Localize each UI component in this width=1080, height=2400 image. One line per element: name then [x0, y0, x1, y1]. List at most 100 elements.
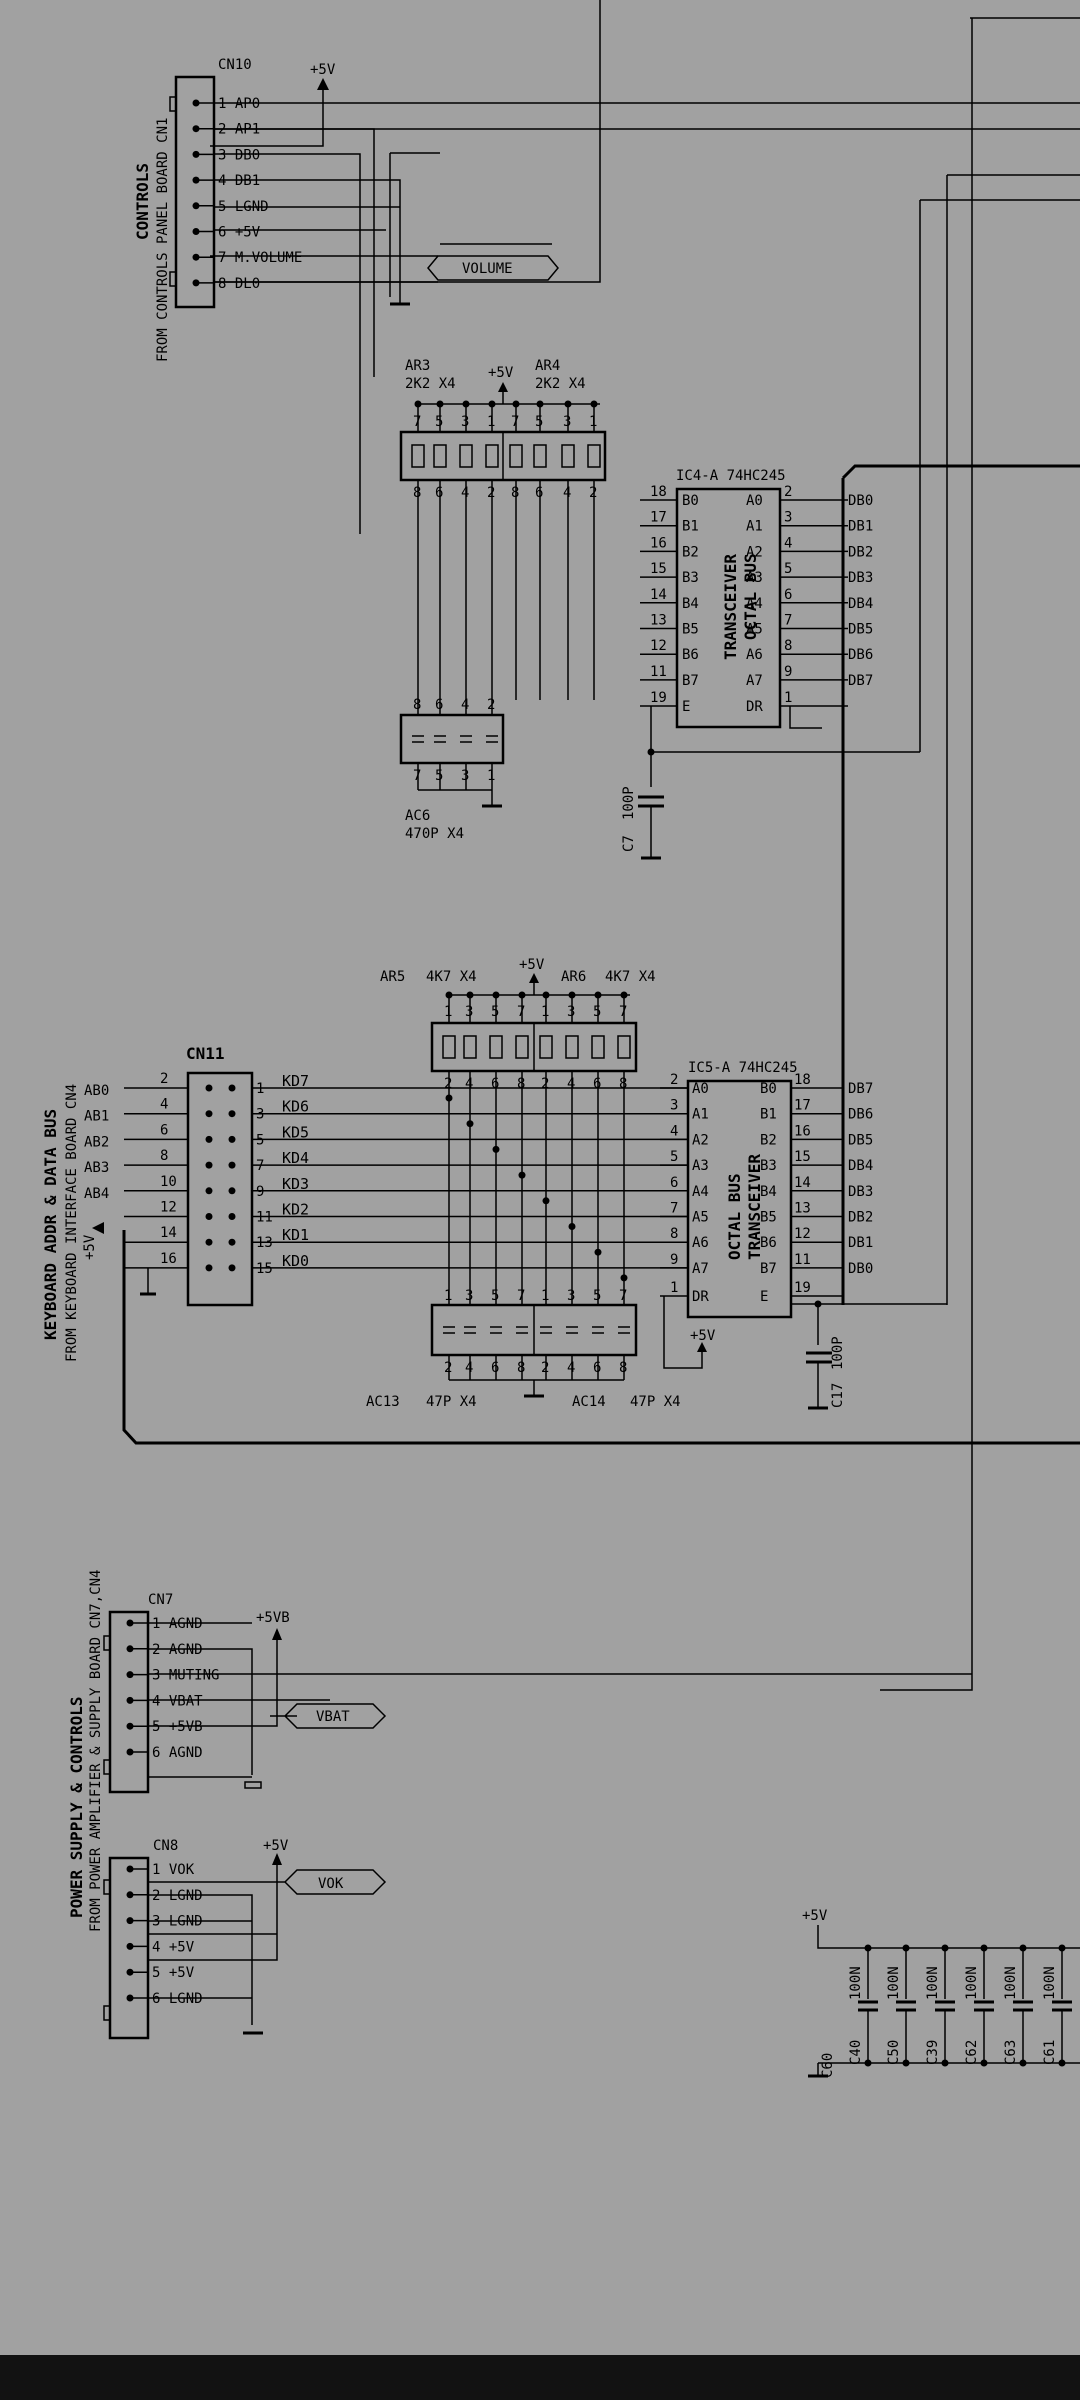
- ac1314-top-pin: 1: [444, 1288, 452, 1304]
- cn11-dot-left: [205, 1238, 213, 1246]
- ar56-junction: [492, 1145, 500, 1153]
- ar56-junction: [620, 1274, 628, 1282]
- ic5-bus-label: DB2: [848, 1210, 873, 1226]
- cn8-pin-label: 4 +5V: [152, 1939, 195, 1955]
- cn8-body: [108, 1856, 150, 2040]
- ic5-right-name: B0: [760, 1081, 777, 1097]
- ac1314-capacitor: [566, 1326, 578, 1380]
- ar34-node: [512, 400, 520, 408]
- ic4-bus-label: DB5: [848, 622, 873, 638]
- ar3-ar4-block: AR3 2K2 X4 AR4 2K2 X4 +5V 78563412785634…: [399, 358, 607, 700]
- ac1314-bot-pin: 8: [619, 1360, 627, 1376]
- cn11-net: KD1: [282, 1226, 309, 1244]
- ar34-top-pin: 5: [435, 414, 443, 430]
- cn11-right-pin: 9: [256, 1184, 264, 1200]
- ic5-right-pin: 16: [794, 1123, 811, 1139]
- ar34-node: [590, 400, 598, 408]
- ic4-right-pin: 9: [784, 664, 792, 680]
- decap-top-node: [864, 1944, 872, 1952]
- cn7-supply: +5VB: [256, 1610, 290, 1626]
- ic4-right-pin: 7: [784, 613, 792, 629]
- ac1314-bot-pin: 4: [567, 1360, 575, 1376]
- ac1314-bot-pin: 2: [444, 1360, 452, 1376]
- ic5-left-pin: 1: [670, 1280, 678, 1296]
- cn11-right-pin: 13: [256, 1235, 273, 1251]
- ar34-resistor: [509, 444, 523, 468]
- ic4-right-name: A5: [746, 622, 763, 638]
- ar34-top-pin: 7: [413, 414, 421, 430]
- decap-name: C62: [964, 2040, 980, 2065]
- ac6-body: [399, 713, 505, 765]
- ar34-resistor: [411, 444, 425, 468]
- ac6-name: AC6: [405, 808, 430, 824]
- decap-name: C50: [886, 2040, 902, 2065]
- cn7-pin-label: 5 +5VB: [152, 1719, 203, 1735]
- decap-plates: [896, 2000, 916, 2012]
- ic4-right-name: DR: [746, 699, 763, 715]
- cn11-dot-right: [228, 1161, 236, 1169]
- ar34-bot-pin: 2: [589, 485, 597, 501]
- ic5-bus-label: DB7: [848, 1081, 873, 1097]
- cn11-right-pin: 15: [256, 1261, 273, 1277]
- ar56-resistor: [463, 1035, 477, 1059]
- ic5-left-name: A0: [692, 1081, 709, 1097]
- ar56-bot-pin: 2: [444, 1076, 452, 1092]
- ic4-enable-wire: [650, 706, 920, 753]
- ac6-capacitor: [460, 700, 472, 790]
- ic4-right-name: A2: [746, 544, 763, 560]
- ic4-bus-label: DB4: [848, 596, 873, 612]
- ic4-right-name: A6: [746, 647, 763, 663]
- decap-bottom-node: [902, 2059, 910, 2067]
- ic5-title: IC5-A 74HC245: [688, 1060, 798, 1076]
- ar56-top-pin: 1: [444, 1004, 452, 1020]
- ar34-top-pin: 3: [563, 414, 571, 430]
- cn11-right-pin: 5: [256, 1132, 264, 1148]
- cn11-right-pin: 11: [256, 1210, 273, 1226]
- ar34-bot-pin: 8: [511, 485, 519, 501]
- cn11-net: KD3: [282, 1175, 309, 1193]
- ic5-left-name: A2: [692, 1132, 709, 1148]
- decap-top-node: [1058, 1944, 1066, 1952]
- cn11-left-pin: 6: [160, 1122, 168, 1138]
- ar34-resistor: [587, 444, 601, 468]
- ar5-ar6-block: AR5 4K7 X4 AR6 4K7 X4 +5V 12345678123456…: [380, 957, 656, 1305]
- ic4-bus-label: DB6: [848, 647, 873, 663]
- ar56-node: [542, 991, 550, 999]
- ac1314-capacitor: [464, 1326, 476, 1380]
- ac1314-top-pin: 3: [465, 1288, 473, 1304]
- cn11-right-pin: 3: [256, 1107, 264, 1123]
- ar56-node: [466, 991, 474, 999]
- ar56-resistor: [591, 1035, 605, 1059]
- decap-value: 100N: [964, 1966, 980, 2000]
- ic4-left-name: B0: [682, 493, 699, 509]
- ic5-left-pin: 5: [670, 1149, 678, 1165]
- vok-flag-shape: [148, 1869, 387, 1895]
- cn11-net: KD5: [282, 1123, 309, 1141]
- ar56-node: [445, 991, 453, 999]
- ar56-bot-pin: 8: [517, 1076, 525, 1092]
- decap-top-node: [902, 1944, 910, 1952]
- cn11-dot-right: [228, 1110, 236, 1118]
- decap-top-node: [941, 1944, 949, 1952]
- cn7-pin-label: 1 AGND: [152, 1616, 203, 1632]
- c7-name: C7: [621, 835, 637, 852]
- ic4-right-name: A7: [746, 673, 763, 689]
- ar34-node: [564, 400, 572, 408]
- volume-flag-label: VOLUME: [462, 261, 513, 277]
- ic5-left-name: A3: [692, 1158, 709, 1174]
- ar34-bot-pin: 6: [435, 485, 443, 501]
- ar34-resistor: [433, 444, 447, 468]
- decap-value: 100N: [1042, 1966, 1058, 2000]
- decap-bottom-node: [1019, 2059, 1027, 2067]
- keyboard-title: KEYBOARD ADDR & DATA BUS: [41, 1109, 60, 1340]
- ar56-junction: [542, 1197, 550, 1205]
- power-connector-block: POWER SUPPLY & CONTROLS FROM POWER AMPLI…: [67, 1570, 972, 1932]
- ic5-right-pin: 18: [794, 1072, 811, 1088]
- cn11-right-pin: 7: [256, 1158, 264, 1174]
- ac1314-capacitor: [540, 1326, 552, 1380]
- ac1314-bot-pin: 2: [541, 1360, 549, 1376]
- cn11-net: KD6: [282, 1098, 309, 1116]
- ar56-junction: [518, 1171, 526, 1179]
- cn11-dot-right: [228, 1187, 236, 1195]
